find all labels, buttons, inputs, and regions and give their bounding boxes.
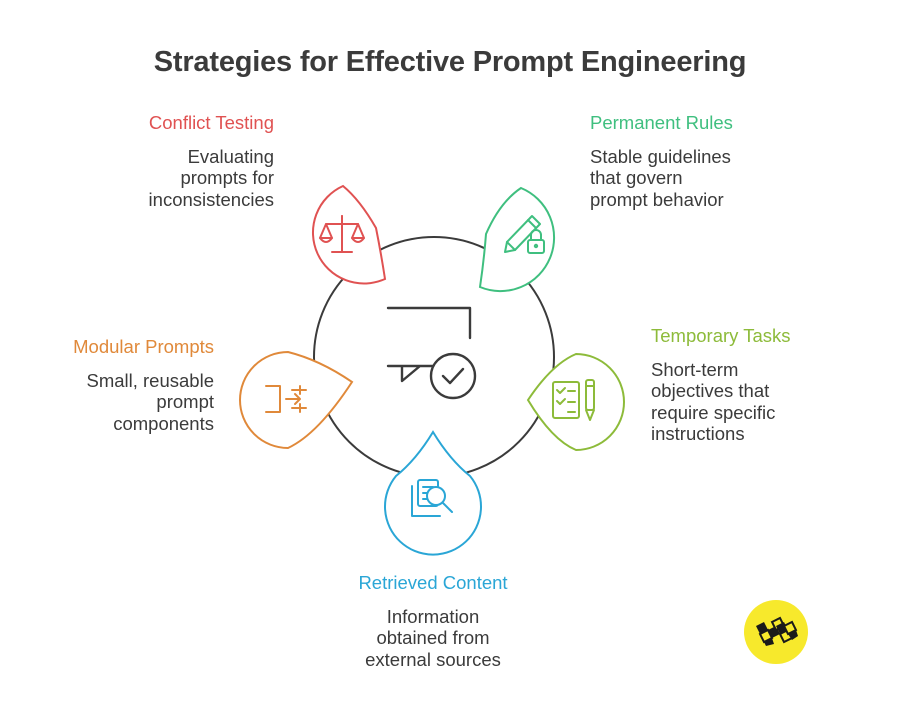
retrieved-content-label: Retrieved Content Information obtained f…	[318, 572, 548, 670]
retrieved-content-desc-line: obtained from	[376, 627, 490, 648]
conflict-testing-node	[311, 184, 387, 285]
scales-icon	[319, 215, 365, 253]
permanent-rules-desc-line: Stable guidelines	[590, 145, 731, 167]
permanent-rules-label: Permanent Rules Stable guidelines that g…	[590, 112, 790, 210]
conflict-testing-desc-line: Evaluating	[187, 145, 274, 167]
modular-prompts-desc-line: prompt	[156, 391, 214, 412]
temporary-tasks-description: Short-term objectives that require speci…	[651, 359, 851, 445]
retrieved-content-desc-line: Information	[386, 605, 480, 627]
page-title: Strategies for Effective Prompt Engineer…	[153, 46, 747, 78]
permanent-rules-node	[478, 186, 555, 292]
permanent-rules-desc-line: that govern	[590, 167, 683, 188]
document-search-icon	[411, 479, 453, 517]
conflict-testing-heading: Conflict Testing	[148, 112, 274, 133]
permanent-rules-description: Stable guidelines that govern prompt beh…	[590, 146, 790, 211]
temporary-tasks-label: Temporary Tasks Short-term objectives th…	[651, 325, 851, 445]
modular-prompts-description: Small, reusable prompt components	[30, 370, 214, 435]
modular-prompts-heading: Modular Prompts	[73, 336, 214, 357]
permanent-rules-heading: Permanent Rules	[590, 112, 733, 133]
checklist-pen-icon	[552, 379, 595, 421]
modular-prompts-desc-line: components	[113, 412, 214, 434]
conflict-testing-desc-line: prompts for	[180, 167, 274, 188]
temporary-tasks-desc-line: require specific	[651, 401, 776, 423]
conflict-testing-label: Conflict Testing Evaluating prompts for …	[90, 112, 274, 210]
temporary-tasks-desc-line: objectives that	[651, 380, 770, 401]
permanent-rules-desc-line: prompt behavior	[590, 188, 724, 210]
conflict-testing-desc-line: inconsistencies	[148, 188, 274, 210]
brand-logo-icon	[744, 600, 808, 664]
retrieved-content-description: Information obtained from external sourc…	[318, 606, 548, 671]
temporary-tasks-desc-line: Short-term	[651, 358, 739, 380]
modules-icon	[265, 385, 307, 413]
retrieved-content-node	[384, 430, 482, 556]
retrieved-content-heading: Retrieved Content	[358, 572, 508, 593]
pencil-lock-icon	[504, 215, 545, 254]
modular-prompts-desc-line: Small, reusable	[86, 369, 214, 391]
temporary-tasks-heading: Temporary Tasks	[651, 325, 791, 346]
retrieved-content-desc-line: external sources	[365, 648, 501, 670]
modular-prompts-node	[239, 350, 354, 450]
brand-logo-mark	[756, 616, 798, 646]
conflict-testing-description: Evaluating prompts for inconsistencies	[90, 146, 274, 211]
temporary-tasks-node	[526, 352, 625, 452]
temporary-tasks-desc-line: instructions	[651, 423, 745, 444]
chat-check-icon	[386, 306, 477, 400]
modular-prompts-label: Modular Prompts Small, reusable prompt c…	[30, 336, 214, 434]
